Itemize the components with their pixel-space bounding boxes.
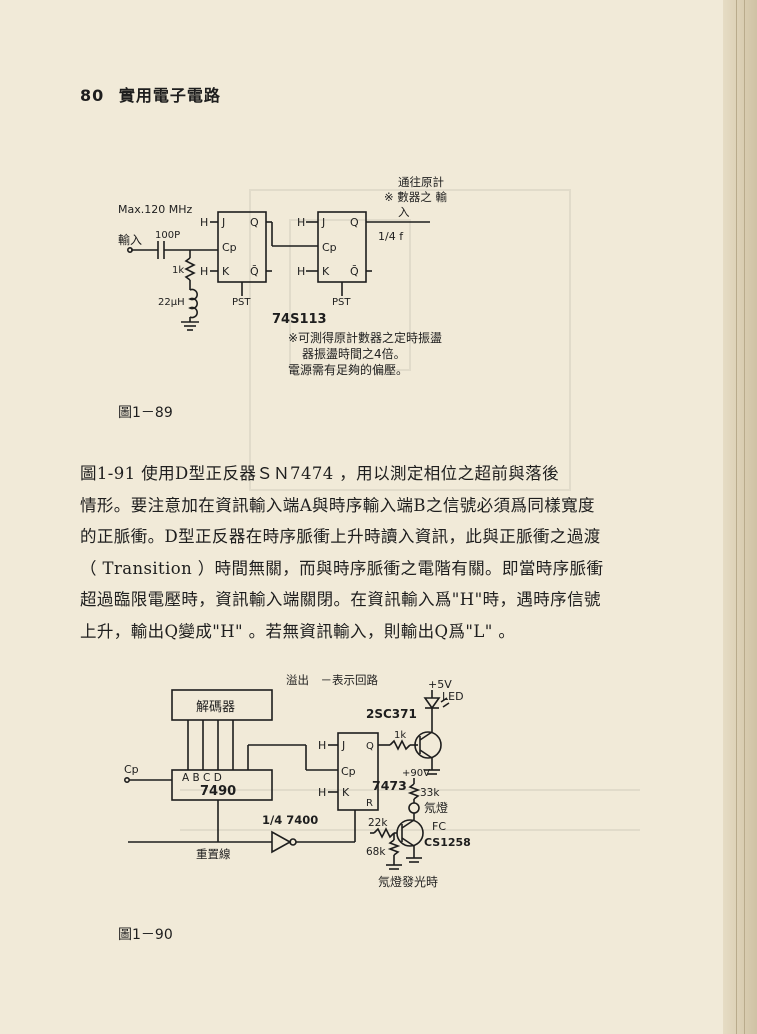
paragraph-line: 上升，輸出Q變成"H" 。若無資訊輸入，則輸出Q爲"L" 。 [80, 621, 516, 641]
reset-line-label: 重置線 [196, 847, 231, 861]
figure-89-caption: 圖1－89 [118, 405, 173, 421]
nand-gate-label: 1/4 7400 [262, 813, 318, 827]
supply-90v: +90V [402, 768, 430, 779]
ff1-q-pin: Q [250, 216, 259, 229]
destination-line-1: 通往原計 [398, 175, 444, 189]
ff-k-pin: K [342, 786, 350, 799]
ff2-j-level: H [297, 216, 305, 229]
ff1-cp-pin: Cp [222, 241, 237, 254]
clock-input-label: Cp [124, 763, 139, 776]
paragraph-line: 超過臨限電壓時，資訊輸入端關閉。在資訊輸入爲"H"時，遇時序信號 [80, 590, 601, 609]
resistor-68k-label: 68k [366, 846, 386, 858]
max-freq-label: Max.120 MHz [118, 203, 192, 216]
page-edge-shadow [723, 0, 757, 1034]
ff1-pst: PST [232, 297, 251, 308]
note-line-3: 電源需有足夠的偏壓。 [288, 362, 408, 377]
decoder-label: 解碼器 [196, 700, 235, 715]
ff-chip: 7473 [372, 778, 407, 793]
note-line-1: ※可測得原計數器之定時振盪 [288, 330, 442, 345]
destination-line-2: ※ 數器之 輸 [384, 190, 447, 204]
ff-cp-pin: Cp [341, 765, 356, 778]
resistor-1k-label: 1k [394, 730, 406, 741]
resistor-33k-label: 33k [420, 787, 440, 799]
ff2-cp-pin: Cp [322, 241, 337, 254]
paragraph-line: （ Transition ）時間無關，而與時序脈衝之電階有關。即當時序脈衝 [80, 558, 604, 578]
overflow-label: 溢出 －表示回路 [286, 673, 378, 687]
bleed-through [180, 189, 640, 831]
ff2-pst: PST [332, 297, 351, 308]
ff2-q-pin: Q [350, 216, 359, 229]
page-header: 80 實用電子電路 [80, 82, 221, 106]
ff2-qbar-pin: Q̄ [350, 265, 359, 278]
paragraph-line: 圖1-91 使用D型正反器ＳＮ7474 ，用以測定相位之超前與落後 [80, 464, 559, 483]
supply-5v: +5V [428, 678, 452, 691]
resistor-label: 1k [172, 265, 184, 276]
figure-90-caption: 圖1－90 [118, 927, 173, 943]
neon-on-label: 氖燈發光時 [378, 874, 438, 889]
paragraph-line: 的正脈衝。D型正反器在時序脈衝上升時讀入資訊，此與正脈衝之過渡 [80, 527, 601, 546]
transistor-1-label: 2SC371 [366, 707, 417, 721]
led-label: LED [442, 690, 464, 703]
ff1-qbar-pin: Q̄ [250, 265, 259, 278]
paragraph-line: 情形。要注意加在資訊輸入端A與時序輸入端B之信號必須爲同樣寬度 [80, 495, 595, 515]
book-title: 實用電子電路 [118, 86, 221, 105]
ff-j-pin: J [341, 739, 345, 752]
body-paragraph: 圖1-91 使用D型正反器ＳＮ7474 ，用以測定相位之超前與落後 情形。要注意… [80, 458, 680, 647]
ff2-k-pin: K [322, 265, 330, 278]
counter-pins: A B C D [182, 772, 222, 784]
page-edge-line [736, 0, 737, 1034]
cap-label: 100P [155, 230, 180, 241]
ff1-j-pin: J [221, 216, 225, 229]
page-number: 80 [80, 86, 105, 105]
ff1-k-pin: K [222, 265, 230, 278]
page-edge-line [744, 0, 745, 1034]
fc-label: FC [432, 820, 446, 833]
ff-j-level: H [318, 739, 326, 752]
chip-label: 74S113 [272, 312, 327, 327]
ff-q-pin: Q [366, 741, 374, 752]
input-label: 輸入 [118, 232, 142, 247]
ff-r-pin: R [366, 798, 373, 809]
counter-chip: 7490 [200, 784, 236, 799]
destination-line-3: 入 [398, 205, 410, 219]
inductor-label: 22μH [158, 297, 185, 308]
output-freq: 1/4 f [378, 230, 404, 243]
resistor-22k-label: 22k [368, 817, 388, 829]
ff1-j-level: H [200, 216, 208, 229]
ff2-k-level: H [297, 265, 305, 278]
transistor-2-label: CS1258 [424, 836, 471, 849]
note-line-2: 器振盪時間之4倍。 [302, 346, 406, 361]
ff-k-level: H [318, 786, 326, 799]
ff1-k-level: H [200, 265, 208, 278]
neon-lamp-label: 氖燈 [424, 800, 448, 815]
ff2-j-pin: J [321, 216, 325, 229]
